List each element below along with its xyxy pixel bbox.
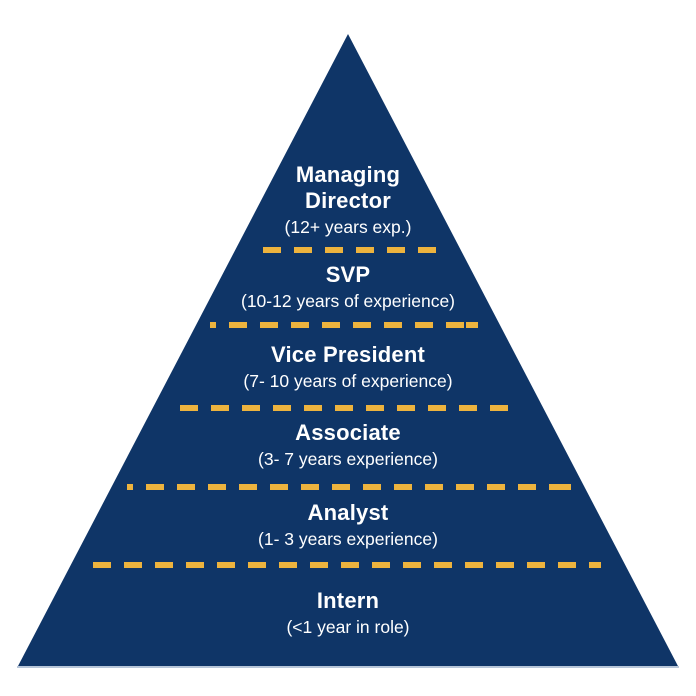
level-subtitle: (7- 10 years of experience) (243, 371, 453, 391)
level-title: Associate (295, 420, 401, 445)
level-subtitle: (12+ years exp.) (284, 217, 412, 237)
level-subtitle: (1- 3 years experience) (258, 529, 438, 549)
pyramid-level-vice-president: Vice President (7- 10 years of experienc… (243, 342, 452, 392)
level-title: Analyst (307, 500, 389, 525)
pyramid-level-managing-director: Managing Director (12+ years exp.) (258, 162, 438, 238)
level-title: Managing Director (295, 162, 401, 213)
divider-dashed-line-2 (210, 322, 478, 328)
divider-dashed-line-4 (127, 484, 571, 490)
level-subtitle: (10-12 years of experience) (241, 291, 455, 311)
pyramid-level-analyst: Analyst (1- 3 years experience) (258, 500, 438, 550)
level-title: SVP (325, 262, 371, 287)
divider-dashed-line-3 (180, 405, 518, 411)
level-subtitle: (<1 year in role) (286, 617, 410, 637)
level-title: Intern (316, 588, 380, 613)
pyramid-level-svp: SVP (10-12 years of experience) (241, 262, 455, 312)
pyramid-level-associate: Associate (3- 7 years experience) (258, 420, 438, 470)
pyramid-base-edge (17, 666, 679, 668)
divider-dashed-line-1 (263, 247, 439, 253)
pyramid-level-intern: Intern (<1 year in role) (286, 588, 409, 638)
level-title: Vice President (270, 342, 426, 367)
divider-dashed-line-5 (93, 562, 601, 568)
level-subtitle: (3- 7 years experience) (258, 449, 438, 469)
